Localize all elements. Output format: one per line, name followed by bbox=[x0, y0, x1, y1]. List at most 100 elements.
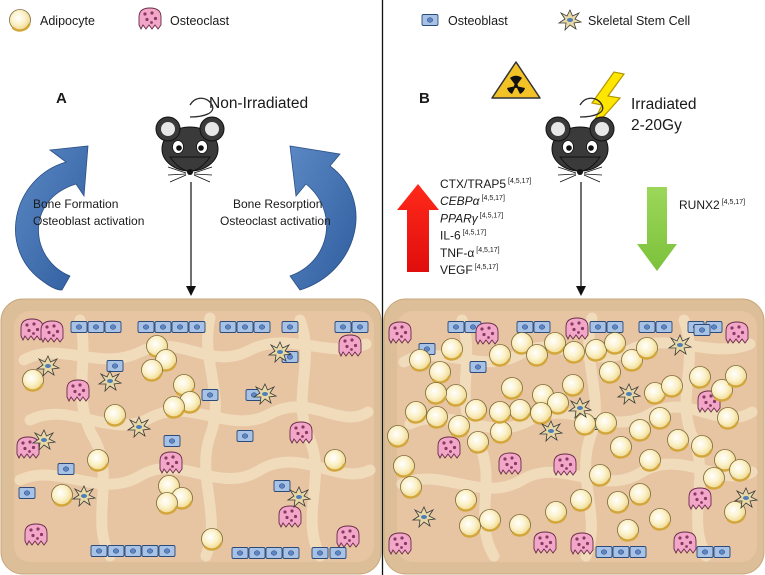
osteoblast-cell bbox=[90, 545, 108, 557]
adipocyte-cell bbox=[399, 475, 423, 499]
marker-reference: [4,5,17] bbox=[482, 195, 505, 202]
adipocyte-cell bbox=[103, 403, 127, 427]
adipocyte-cell bbox=[466, 430, 490, 454]
adipocyte-cell bbox=[424, 381, 448, 405]
adipocyte-cell bbox=[598, 360, 622, 384]
adipocyte-cell bbox=[392, 454, 416, 478]
adipocyte-cell bbox=[561, 373, 585, 397]
adipocyte-cell bbox=[628, 482, 652, 506]
upregulated-marker: CTX/TRAP5[4,5,17] bbox=[440, 177, 531, 191]
marker-name: IL-6 bbox=[440, 229, 461, 243]
osteoclast-cell bbox=[278, 505, 302, 528]
osteoblast-icon bbox=[421, 14, 439, 26]
curved-arrow-resorption bbox=[289, 145, 357, 291]
osteoblast-cell bbox=[87, 321, 105, 333]
label-osteoblast-activation: Osteoblast activation bbox=[33, 214, 144, 228]
osteoblast-cell bbox=[638, 321, 656, 333]
marrow-panel-non-irradiated bbox=[0, 298, 382, 575]
panel-a-title: Non-Irradiated bbox=[209, 95, 308, 112]
adipocyte-cell bbox=[458, 514, 482, 538]
osteoclast-cell bbox=[565, 317, 589, 340]
adipocyte-cell bbox=[21, 368, 45, 392]
adipocyte-cell bbox=[603, 331, 627, 355]
adipocyte-cell bbox=[724, 364, 748, 388]
adipocyte-cell bbox=[660, 374, 684, 398]
osteoblast-cell bbox=[236, 430, 254, 442]
osteoblast-cell bbox=[104, 321, 122, 333]
label-bone-formation: Bone Formation bbox=[33, 197, 118, 211]
osteoblast-cell bbox=[469, 361, 487, 373]
osteoclast-cell bbox=[20, 318, 44, 341]
adipocyte-cell bbox=[616, 518, 640, 542]
label-osteoclast-activation: Osteoclast activation bbox=[220, 214, 331, 228]
adipocyte-cell bbox=[162, 395, 186, 419]
adipocyte-cell bbox=[543, 331, 567, 355]
osteoblast-cell bbox=[141, 545, 159, 557]
adipocyte-cell bbox=[386, 424, 410, 448]
adipocyte-cell bbox=[408, 348, 432, 372]
osteoblast-cell bbox=[311, 547, 329, 559]
osteoblast-cell bbox=[447, 321, 465, 333]
adipocyte-cell bbox=[447, 414, 471, 438]
osteoclast-cell bbox=[388, 321, 412, 344]
adipocyte-cell bbox=[489, 420, 513, 444]
osteoblast-cell bbox=[137, 321, 155, 333]
adipocyte-cell bbox=[440, 337, 464, 361]
legend-skeletal-stem-cell: Skeletal Stem Cell bbox=[588, 14, 690, 28]
osteoblast-cell bbox=[70, 321, 88, 333]
marker-name: PPARγ bbox=[440, 211, 479, 225]
adipocyte-cell bbox=[728, 458, 752, 482]
osteoblast-cell bbox=[589, 321, 607, 333]
upregulated-marker: TNF-α[4,5,17] bbox=[440, 246, 500, 260]
label-bone-resorption: Bone Resorption bbox=[233, 197, 322, 211]
adipocyte-cell bbox=[478, 508, 502, 532]
osteoblast-cell bbox=[18, 487, 36, 499]
adipocyte-cell bbox=[323, 448, 347, 472]
marker-reference: [4,5,17] bbox=[475, 264, 498, 271]
upregulated-markers-list: CTX/TRAP5[4,5,17]CEBPα[4,5,17]PPARγ[4,5,… bbox=[440, 177, 531, 277]
osteoclast-cell bbox=[498, 452, 522, 475]
marker-reference: [4,5,17] bbox=[508, 178, 531, 185]
adipocyte-cell bbox=[200, 527, 224, 551]
osteoblast-cell bbox=[273, 480, 291, 492]
osteoclast-cell bbox=[66, 379, 90, 402]
panel-b-letter: B bbox=[419, 90, 430, 107]
adipocyte-cell bbox=[628, 418, 652, 442]
osteoblast-cell bbox=[171, 321, 189, 333]
adipocyte-cell bbox=[488, 400, 512, 424]
osteoblast-cell bbox=[595, 546, 613, 558]
marker-name: TNF-α bbox=[440, 246, 474, 260]
osteoblast-cell bbox=[281, 321, 299, 333]
panel-b-title-line2: 2-20Gy bbox=[631, 117, 682, 134]
osteoblast-cell bbox=[124, 545, 142, 557]
osteoclast-cell bbox=[338, 334, 362, 357]
adipocyte-cell bbox=[544, 500, 568, 524]
adipocyte-cell bbox=[488, 343, 512, 367]
marker-runx2: RUNX2 bbox=[679, 198, 720, 212]
osteoclast-icon bbox=[138, 7, 162, 30]
upregulated-marker: VEGF[4,5,17] bbox=[440, 263, 498, 277]
adipocyte-cell bbox=[609, 435, 633, 459]
upregulation-arrow bbox=[397, 184, 439, 272]
adipocyte-cell bbox=[529, 401, 553, 425]
osteoblast-cell bbox=[696, 546, 714, 558]
osteoclast-cell bbox=[336, 525, 360, 548]
marker-name: VEGF bbox=[440, 263, 473, 277]
adipocyte-cell bbox=[425, 405, 449, 429]
upregulated-marker: PPARγ[4,5,17] bbox=[440, 211, 503, 225]
osteoclast-cell bbox=[725, 321, 749, 344]
radiation-hazard-icon bbox=[491, 61, 541, 99]
osteoclast-cell bbox=[570, 532, 594, 555]
adipocyte-cell bbox=[404, 400, 428, 424]
curved-arrow-formation bbox=[15, 145, 89, 291]
marrow-panel-irradiated bbox=[383, 298, 765, 575]
adipocyte-cell bbox=[606, 490, 630, 514]
adipocyte-icon bbox=[8, 8, 32, 32]
adipocyte-cell bbox=[648, 507, 672, 531]
osteoblast-cell bbox=[606, 321, 624, 333]
marker-reference: [4,5,17] bbox=[476, 247, 499, 254]
svg-text:RUNX2[4,5,17]: RUNX2[4,5,17] bbox=[679, 198, 745, 212]
adipocyte-cell bbox=[140, 358, 164, 382]
osteoblast-cell bbox=[248, 547, 266, 559]
adipocyte-cell bbox=[648, 406, 672, 430]
